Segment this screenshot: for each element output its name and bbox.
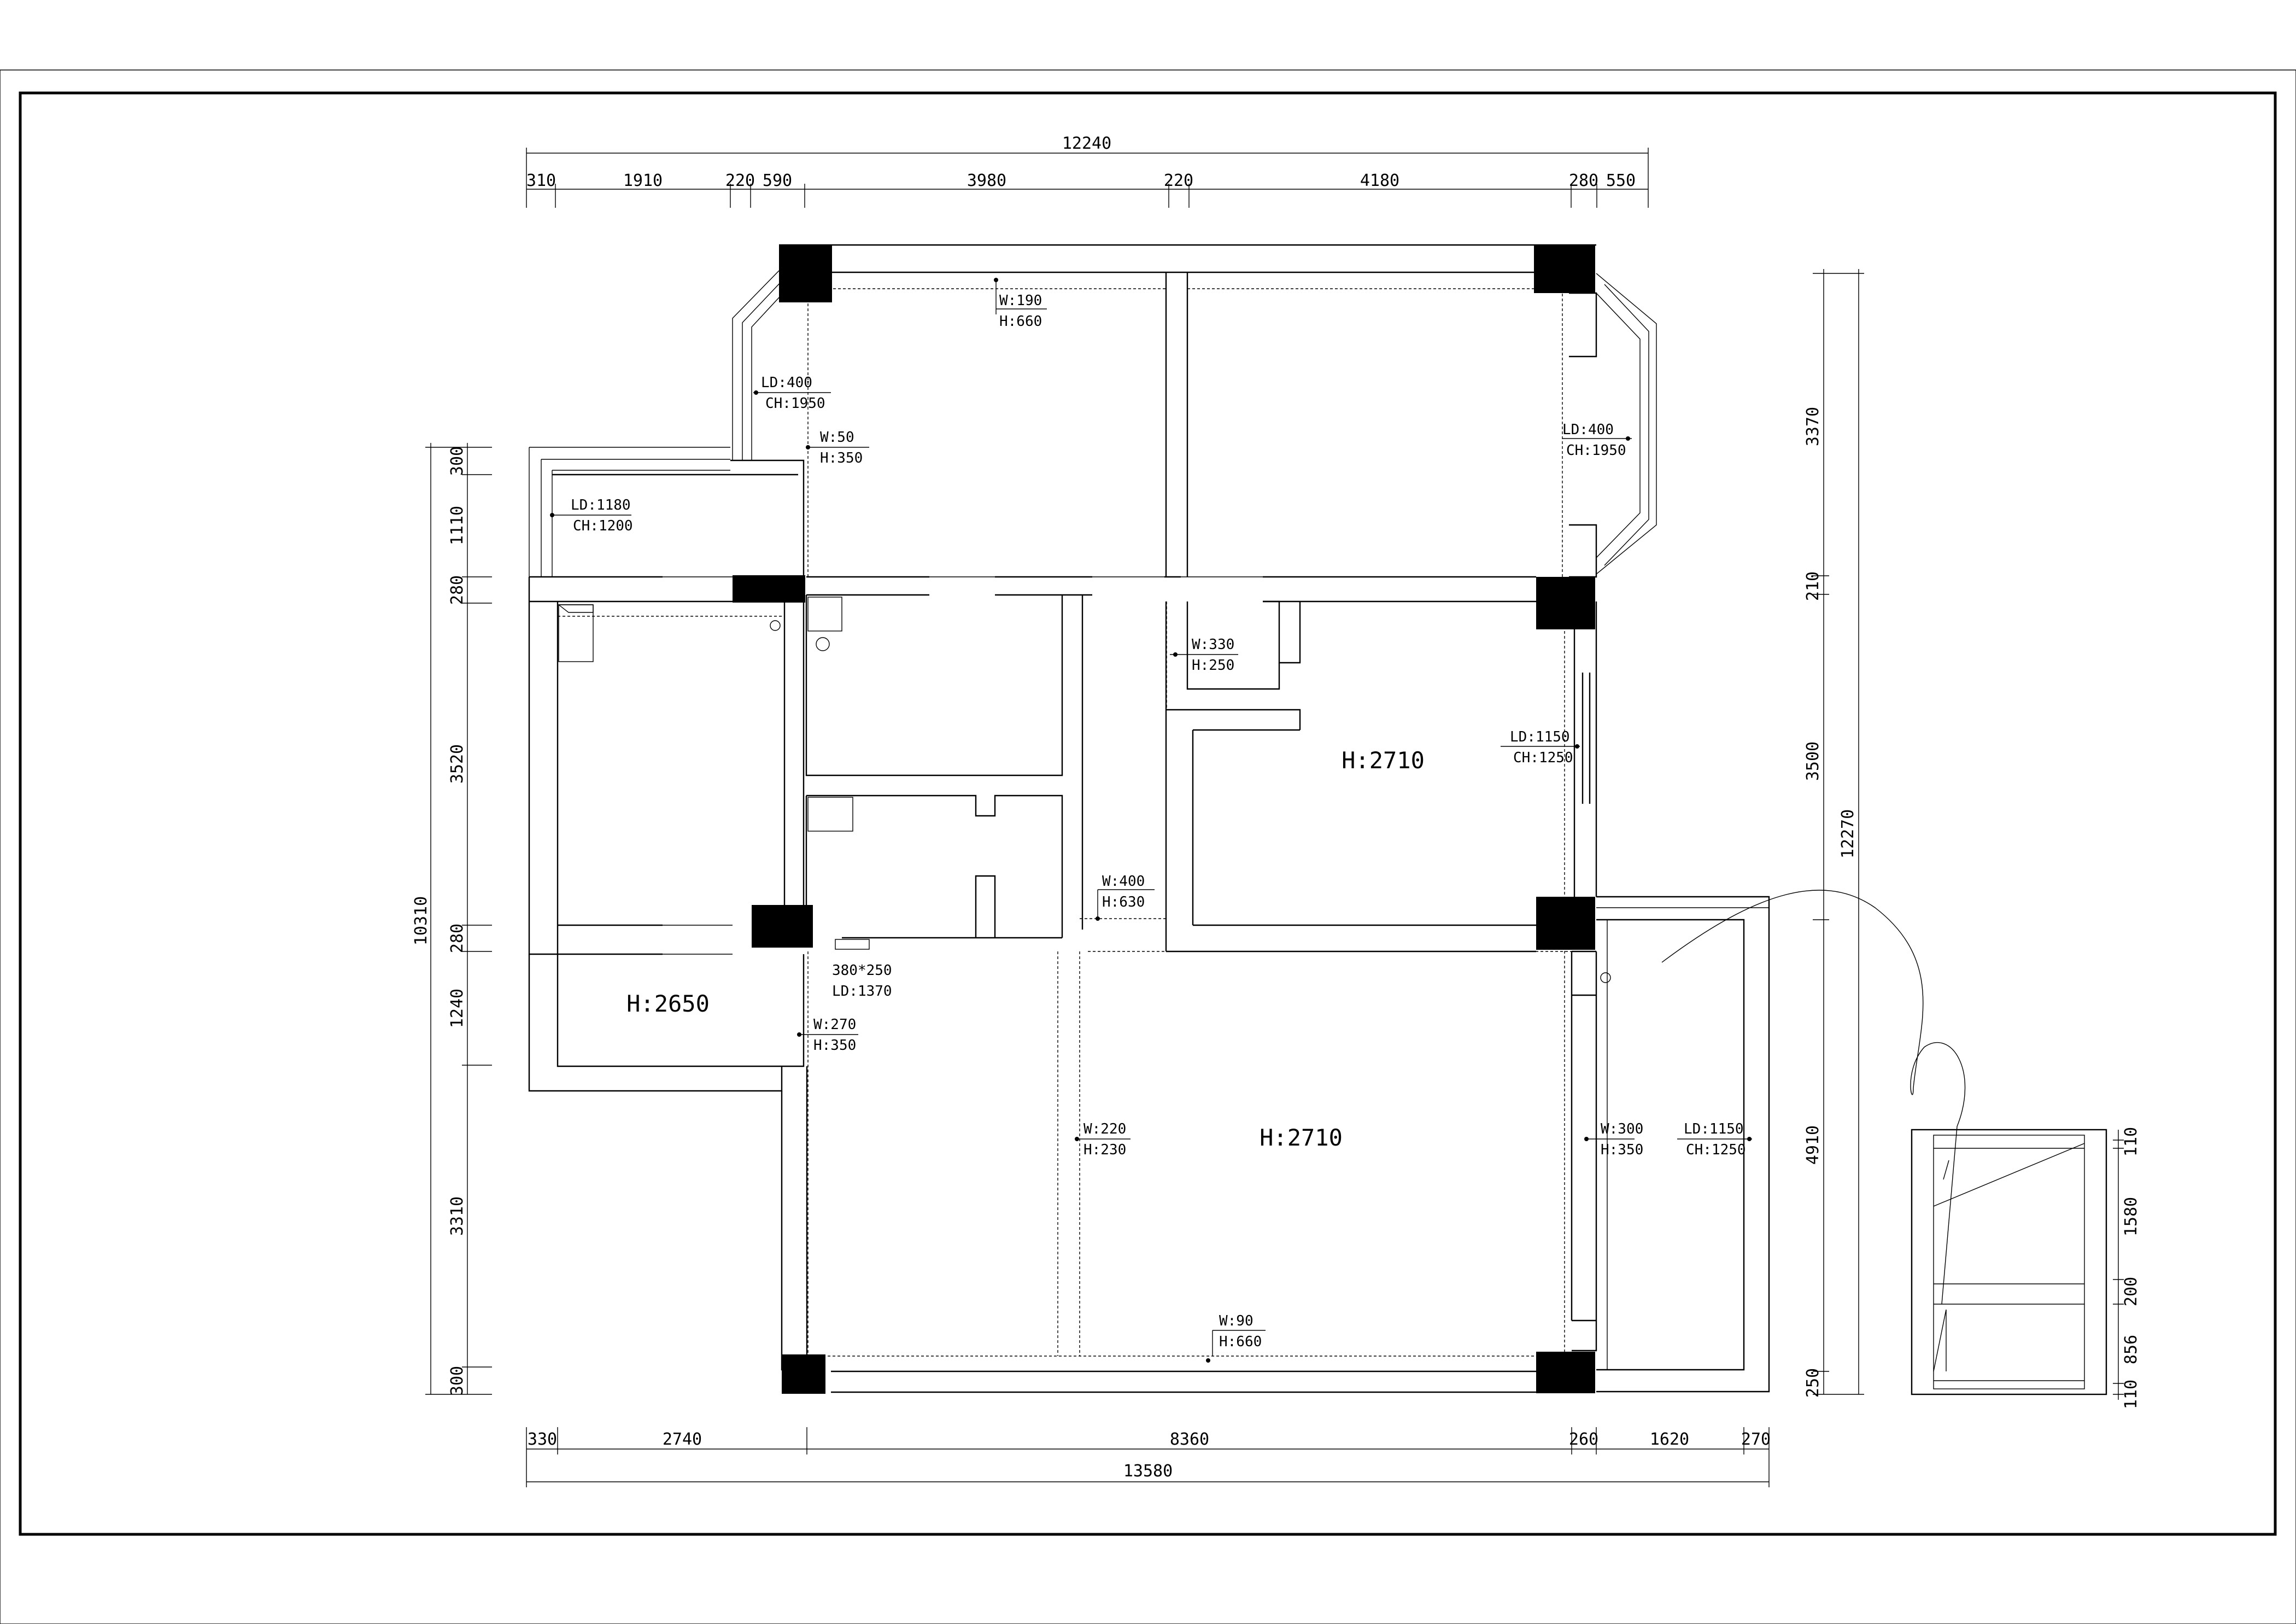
annot-12-l2: CH:1250	[1686, 1142, 1746, 1158]
annot-9-l1: W:270	[813, 1017, 856, 1033]
annot-5-l1: W:330	[1192, 636, 1234, 653]
bottom-dim-0: 330	[528, 1430, 557, 1449]
annot-7-l2: H:630	[1102, 894, 1145, 910]
left-dim-3: 3520	[448, 744, 467, 784]
sheet-frame	[0, 69, 2296, 1624]
annot-6-l2: CH:1250	[1513, 750, 1573, 766]
top-dim-2: 220	[725, 171, 755, 190]
top-dimension-chain: 12240 310 1910 220 590 3980 220 4180 280…	[526, 134, 1649, 208]
annot-3-l1: LD:400	[1562, 422, 1614, 438]
structural-columns	[733, 244, 1595, 1394]
annot-8-l1: 380*250	[832, 962, 892, 979]
left-dim-0: 300	[448, 446, 467, 476]
top-dim-3: 590	[763, 171, 792, 190]
bottom-dim-3: 260	[1569, 1430, 1598, 1449]
window-detail-elevation: 110 1580 200 856 110	[1911, 1127, 2141, 1409]
annot-4-l2: CH:1200	[573, 518, 633, 534]
annot-9-l2: H:350	[813, 1037, 856, 1054]
top-dim-1: 1910	[623, 171, 663, 190]
left-overall-dim: 10310	[412, 896, 431, 945]
top-dim-6: 4180	[1360, 171, 1399, 190]
right-dim-4: 250	[1803, 1368, 1823, 1398]
annot-3-l2: CH:1950	[1566, 442, 1626, 459]
leader-curve	[1661, 890, 1966, 1305]
top-overall-dim: 12240	[1062, 134, 1111, 153]
bottom-dimension-chain: 330 2740 8360 260 1620 270 13580	[526, 1427, 1771, 1487]
annotations: W:190 H:660 LD:400 CH:1950 W:50 H:350 LD…	[550, 278, 1752, 1363]
right-overall-dim: 12270	[1838, 809, 1858, 858]
left-dimension-chain: 10310 300 1110 280 3520 280 1240 3310 30…	[412, 443, 492, 1395]
right-dim-0: 3370	[1803, 407, 1823, 446]
detail-dim-4: 110	[2122, 1380, 2141, 1409]
annot-11-l1: W:300	[1601, 1121, 1643, 1137]
right-dim-2: 3500	[1803, 741, 1823, 781]
right-dim-1: 210	[1803, 571, 1823, 601]
annot-13-l1: W:90	[1219, 1313, 1254, 1329]
annot-13-l2: H:660	[1219, 1334, 1262, 1350]
top-dim-8: 550	[1606, 171, 1636, 190]
left-dim-1: 1110	[448, 506, 467, 545]
bottom-dim-1: 2740	[663, 1430, 702, 1449]
left-dim-6: 3310	[448, 1196, 467, 1236]
ceiling-height-living: H:2710	[1260, 1124, 1343, 1151]
left-dim-5: 1240	[448, 989, 467, 1028]
top-dim-5: 220	[1164, 171, 1193, 190]
ceiling-height-entry: H:2650	[626, 990, 710, 1017]
left-dim-2: 280	[448, 575, 467, 605]
annot-0-l1: W:190	[999, 293, 1042, 309]
annot-7-l1: W:400	[1102, 873, 1145, 890]
bottom-dim-2: 8360	[1170, 1430, 1209, 1449]
annot-10-l2: H:230	[1083, 1142, 1126, 1158]
annot-6-l1: LD:1150	[1510, 729, 1570, 745]
right-dim-3: 4910	[1803, 1125, 1823, 1165]
annot-1-l2: CH:1950	[765, 395, 825, 412]
right-dimension-chain: 12270 3370 210 3500 4910 250	[1803, 269, 1864, 1398]
annot-2-l2: H:350	[820, 450, 863, 466]
annot-11-l2: H:350	[1601, 1142, 1643, 1158]
walls	[528, 244, 1770, 1393]
ceiling-height-bedroom: H:2710	[1342, 747, 1425, 774]
detail-dim-2: 200	[2122, 1277, 2141, 1306]
bottom-dim-5: 270	[1741, 1430, 1771, 1449]
detail-dim-3: 856	[2122, 1335, 2141, 1364]
bottom-overall-dim: 13580	[1123, 1462, 1173, 1481]
bottom-dim-4: 1620	[1650, 1430, 1689, 1449]
annot-10-l1: W:220	[1083, 1121, 1126, 1137]
annot-2-l1: W:50	[820, 429, 854, 446]
annot-1-l1: LD:400	[761, 375, 812, 391]
annot-0-l2: H:660	[999, 313, 1042, 330]
top-dim-7: 280	[1569, 171, 1598, 190]
detail-dim-1: 1580	[2122, 1197, 2141, 1236]
annot-12-l1: LD:1150	[1684, 1121, 1744, 1137]
top-dim-0: 310	[526, 171, 556, 190]
annot-8-l2: LD:1370	[832, 983, 892, 1000]
detail-dim-0: 110	[2122, 1127, 2141, 1156]
left-dim-7: 300	[448, 1366, 467, 1395]
top-dim-4: 3980	[967, 171, 1006, 190]
left-dim-4: 280	[448, 924, 467, 953]
annot-5-l2: H:250	[1192, 657, 1234, 674]
annot-4-l1: LD:1180	[571, 497, 631, 513]
